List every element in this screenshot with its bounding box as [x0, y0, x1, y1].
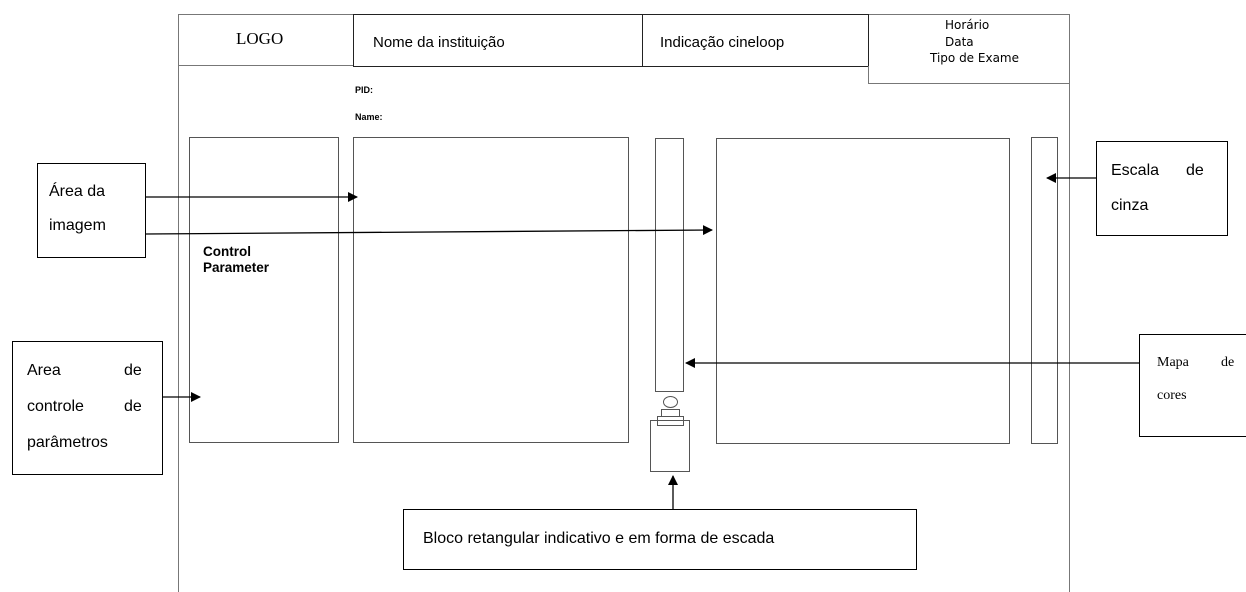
- patient-name-label: Name:: [355, 112, 383, 122]
- callout-parameter-area-line1a: Area: [27, 362, 61, 379]
- callout-image-area-line2: imagem: [49, 217, 106, 234]
- gray-scale-bar: [1031, 137, 1058, 444]
- info-box-left-line: [868, 66, 869, 83]
- callout-gray-scale-line1a: Escala: [1111, 162, 1160, 179]
- control-parameter-panel: Control Parameter: [189, 137, 339, 443]
- callout-step-block-text: Bloco retangular indicativo e em forma d…: [423, 530, 775, 547]
- institution-name: Nome da instituição: [373, 34, 505, 51]
- image-area-right: [716, 138, 1010, 444]
- institution-name-box: Nome da instituição: [353, 14, 643, 67]
- control-parameter-title-2: Parameter: [203, 260, 270, 275]
- callout-parameter-area-line2b: de: [124, 398, 142, 415]
- callout-color-map-line1a: Mapa: [1157, 355, 1189, 370]
- info-box-bottom-line: [868, 83, 1070, 84]
- pid-label: PID:: [355, 85, 373, 95]
- callout-step-block: Bloco retangular indicativo e em forma d…: [403, 509, 917, 570]
- callout-color-map-line1b: de: [1221, 355, 1235, 370]
- step-block-icon: [650, 396, 690, 472]
- info-exam-type: Tipo de Exame: [930, 51, 1019, 65]
- info-date: Data: [945, 35, 974, 49]
- arrow-to-image-area-right: [145, 225, 713, 236]
- callout-parameter-area-line1b: de: [124, 362, 142, 379]
- callout-gray-scale-line1b: de: [1186, 162, 1204, 179]
- callout-gray-scale-line2: cinza: [1111, 197, 1149, 214]
- logo-placeholder: LOGO: [236, 29, 284, 48]
- cineloop-indicator: Indicação cineloop: [660, 34, 785, 51]
- cineloop-indicator-box: Indicação cineloop: [642, 14, 869, 67]
- callout-parameter-area-line2a: controle: [27, 398, 84, 415]
- frame-right-line: [1069, 14, 1070, 592]
- info-time: Horário: [945, 18, 990, 32]
- step-block-top-step: [661, 409, 680, 417]
- callout-image-area: Área da imagem: [37, 163, 146, 258]
- step-block-base: [650, 420, 690, 472]
- control-parameter-title-1: Control: [203, 244, 251, 259]
- callout-image-area-line1: Área da: [49, 183, 106, 200]
- callout-color-map: Mapa de cores: [1139, 334, 1246, 437]
- callout-parameter-area-line3: parâmetros: [27, 434, 108, 451]
- step-block-middle-step: [657, 416, 684, 426]
- callout-gray-scale: Escala de cinza: [1096, 141, 1228, 236]
- color-map-bar: [655, 138, 684, 392]
- image-area-left: [353, 137, 629, 443]
- callout-color-map-line2: cores: [1157, 388, 1187, 403]
- step-block-circle: [663, 396, 678, 408]
- frame-left-line: [178, 14, 179, 592]
- callout-parameter-area: Area de controle de parâmetros: [12, 341, 163, 475]
